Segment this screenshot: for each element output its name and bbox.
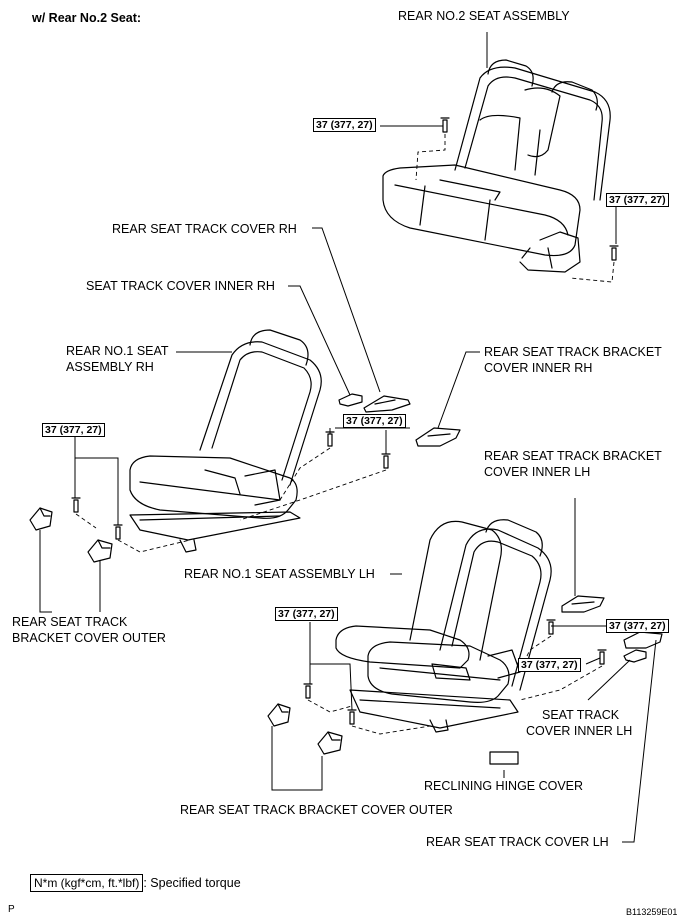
bolt-lh-1 — [547, 620, 555, 634]
label-bracket-cover-outer-left-line1: REAR SEAT TRACK — [12, 615, 128, 629]
torque-legend-unit: N*m (kgf*cm, ft.*lbf) — [30, 874, 144, 892]
label-rear-no2-seat-assembly: REAR NO.2 SEAT ASSEMBLY — [398, 9, 570, 23]
footer-left-mark: P — [8, 904, 15, 915]
rear-no1-seat-assembly-rh — [130, 330, 321, 552]
rear-seat-track-cover-rh — [364, 396, 410, 412]
label-rear-no1-seat-assembly-rh-line2: ASSEMBLY RH — [66, 360, 154, 374]
rear-seat-track-bracket-cover-inner-lh — [562, 596, 604, 612]
torque-legend-description: : Specified torque — [143, 876, 241, 890]
torque-spec-seat2-left: 37 (377, 27) — [313, 118, 376, 132]
leader-lines — [40, 32, 656, 842]
label-rear-seat-track-cover-rh: REAR SEAT TRACK COVER RH — [112, 222, 297, 236]
bolt-rh-2 — [382, 454, 390, 468]
bracket-cover-outer-rh-a — [30, 508, 52, 530]
label-bracket-cover-outer-left-line2: BRACKET COVER OUTER — [12, 631, 166, 645]
bolt-lh-2 — [598, 650, 606, 664]
label-bracket-cover-inner-lh-line2: COVER INNER LH — [484, 465, 591, 479]
label-reclining-hinge-cover: RECLINING HINGE COVER — [424, 779, 584, 793]
bracket-cover-outer-lh-b — [318, 732, 342, 754]
rear-seat-track-cover-lh — [624, 632, 662, 648]
bracket-cover-outer-rh-b — [88, 540, 112, 562]
torque-spec-lh-inner-lower: 37 (377, 27) — [518, 658, 581, 672]
label-seat-track-cover-inner-rh: SEAT TRACK COVER INNER RH — [86, 279, 275, 293]
bracket-cover-outer-lh-a — [268, 704, 290, 726]
torque-spec-rh-outer: 37 (377, 27) — [42, 423, 105, 437]
bolt-rh-4 — [114, 525, 122, 539]
torque-legend: N*m (kgf*cm, ft.*lbf): Specified torque — [30, 874, 241, 892]
label-bracket-cover-inner-rh-line2: COVER INNER RH — [484, 361, 593, 375]
torque-spec-rh-inner: 37 (377, 27) — [343, 414, 406, 428]
bolt-rh-3 — [72, 498, 80, 512]
label-rear-seat-track-cover-lh: REAR SEAT TRACK COVER LH — [426, 835, 609, 849]
diagram-heading: w/ Rear No.2 Seat: — [32, 11, 142, 25]
bolt-seat2-right — [610, 246, 618, 260]
figure-code: B113259E01 — [626, 907, 678, 917]
label-rear-no1-seat-assembly-lh: REAR NO.1 SEAT ASSEMBLY LH — [184, 567, 375, 581]
label-bracket-cover-inner-rh-line1: REAR SEAT TRACK BRACKET — [484, 345, 662, 359]
rear-seat-track-bracket-cover-inner-rh — [416, 428, 460, 446]
bolt-lh-3 — [304, 684, 312, 698]
rear-no2-seat-assembly — [383, 60, 610, 272]
torque-spec-lh-outer: 37 (377, 27) — [275, 607, 338, 621]
reclining-hinge-cover — [490, 752, 518, 764]
label-rear-no1-seat-assembly-rh-line1: REAR NO.1 SEAT — [66, 344, 169, 358]
label-bracket-cover-outer-bottom: REAR SEAT TRACK BRACKET COVER OUTER — [180, 803, 453, 817]
seat-track-cover-inner-lh — [624, 650, 646, 662]
bolt-lh-4 — [348, 710, 356, 724]
rear-no1-seat-assembly-lh — [336, 520, 551, 732]
torque-spec-seat2-right: 37 (377, 27) — [606, 193, 669, 207]
bolt-seat2-left — [441, 118, 449, 132]
dashed-lines — [76, 134, 614, 734]
seat-track-cover-inner-rh — [339, 394, 362, 406]
label-seat-track-cover-inner-lh-line1: SEAT TRACK — [542, 708, 620, 722]
label-bracket-cover-inner-lh-line1: REAR SEAT TRACK BRACKET — [484, 449, 662, 463]
label-seat-track-cover-inner-lh-line2: COVER INNER LH — [526, 724, 633, 738]
torque-spec-lh-inner-upper: 37 (377, 27) — [606, 619, 669, 633]
bolt-rh-1 — [326, 432, 334, 446]
